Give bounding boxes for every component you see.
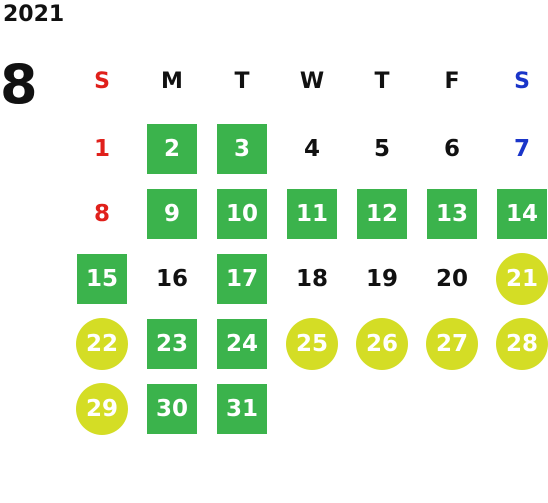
day-number: 22 <box>76 317 128 370</box>
day-cell[interactable]: 13 <box>417 181 487 246</box>
day-cell[interactable]: 1 <box>67 116 137 181</box>
day-number: 25 <box>286 317 338 370</box>
day-cell[interactable]: 17 <box>207 246 277 311</box>
day-cell[interactable]: 10 <box>207 181 277 246</box>
day-cell[interactable]: 2 <box>137 116 207 181</box>
day-cell[interactable]: 27 <box>417 311 487 376</box>
day-cell[interactable]: 3 <box>207 116 277 181</box>
day-number: 10 <box>217 188 267 239</box>
day-number: 13 <box>427 188 477 239</box>
day-number: 29 <box>76 382 128 435</box>
day-cell[interactable]: 19 <box>347 246 417 311</box>
day-cell[interactable]: 28 <box>487 311 548 376</box>
day-cell[interactable]: 23 <box>137 311 207 376</box>
day-number: 3 <box>217 123 267 174</box>
weekday-header: S <box>487 56 548 106</box>
weekday-label: T <box>374 68 390 94</box>
day-number: 30 <box>147 383 197 434</box>
day-number: 31 <box>217 383 267 434</box>
day-number: 8 <box>93 200 110 227</box>
day-number: 23 <box>147 318 197 369</box>
day-cell[interactable]: 11 <box>277 181 347 246</box>
weekday-label: S <box>514 68 530 94</box>
day-cell[interactable]: 9 <box>137 181 207 246</box>
day-number: 1 <box>93 135 110 162</box>
day-cell[interactable]: 14 <box>487 181 548 246</box>
day-cell[interactable]: 15 <box>67 246 137 311</box>
day-cell[interactable]: 30 <box>137 376 207 441</box>
day-number: 4 <box>303 135 320 162</box>
day-number: 24 <box>217 318 267 369</box>
weekday-header: M <box>137 56 207 106</box>
day-cell[interactable]: 4 <box>277 116 347 181</box>
weekday-label: S <box>94 68 110 94</box>
day-number: 20 <box>435 265 468 292</box>
day-cell[interactable]: 8 <box>67 181 137 246</box>
day-number: 26 <box>356 317 408 370</box>
day-cell[interactable]: 16 <box>137 246 207 311</box>
weekday-header: F <box>417 56 487 106</box>
day-number: 2 <box>147 123 197 174</box>
day-number: 28 <box>496 317 548 370</box>
day-cell[interactable]: 29 <box>67 376 137 441</box>
day-cell[interactable]: 24 <box>207 311 277 376</box>
day-number: 17 <box>217 253 267 304</box>
weekday-label: T <box>234 68 250 94</box>
weekday-header: T <box>207 56 277 106</box>
day-cell[interactable]: 21 <box>487 246 548 311</box>
weekday-label: M <box>161 68 183 94</box>
weekday-label: W <box>299 68 325 94</box>
day-number: 14 <box>497 188 547 239</box>
day-cell[interactable]: 12 <box>347 181 417 246</box>
weekday-header: W <box>277 56 347 106</box>
day-number: 12 <box>357 188 407 239</box>
day-cell[interactable]: 26 <box>347 311 417 376</box>
day-number: 9 <box>147 188 197 239</box>
day-cell[interactable]: 5 <box>347 116 417 181</box>
day-cell[interactable]: 6 <box>417 116 487 181</box>
day-number: 19 <box>365 265 398 292</box>
day-number: 6 <box>443 135 460 162</box>
year-label: 2021 <box>3 2 65 27</box>
day-cell[interactable]: 20 <box>417 246 487 311</box>
day-number: 16 <box>155 265 188 292</box>
day-cell[interactable]: 7 <box>487 116 548 181</box>
day-cell[interactable]: 31 <box>207 376 277 441</box>
day-cell[interactable]: 18 <box>277 246 347 311</box>
day-number: 5 <box>373 135 390 162</box>
month-label: 8 <box>0 53 38 116</box>
weekday-header: T <box>347 56 417 106</box>
day-number: 21 <box>496 252 548 305</box>
day-number: 27 <box>426 317 478 370</box>
day-number: 11 <box>287 188 337 239</box>
day-number: 15 <box>77 253 127 304</box>
weekday-header: S <box>67 56 137 106</box>
day-number: 7 <box>513 135 530 162</box>
weekday-label: F <box>444 68 460 94</box>
day-number: 18 <box>295 265 328 292</box>
day-cell[interactable]: 22 <box>67 311 137 376</box>
day-cell[interactable]: 25 <box>277 311 347 376</box>
